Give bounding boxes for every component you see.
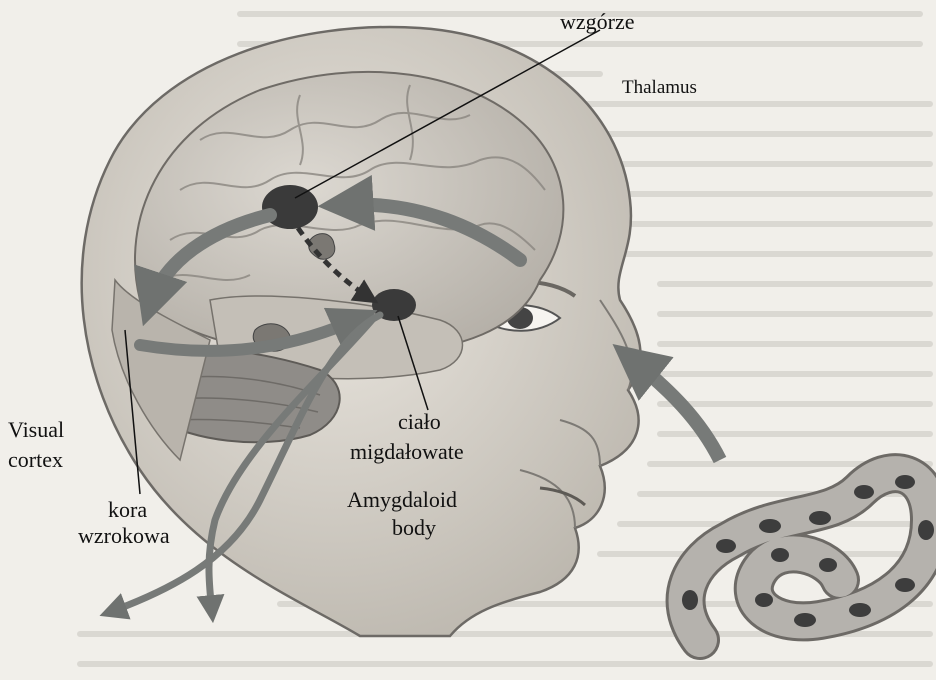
thalamus-node	[262, 185, 318, 229]
thalamus-label-en: Thalamus	[622, 74, 697, 102]
visual-cortex-label-pl-2: wzrokowa	[78, 522, 170, 550]
amygdala-label-en-2: body	[392, 514, 436, 542]
sensory-input-arrow	[630, 358, 720, 460]
visual-cortex-label-en-2: cortex	[8, 446, 63, 474]
thalamus-label-pl: wzgórze	[560, 8, 635, 36]
visual-cortex-label-en-1: Visual	[8, 416, 64, 444]
amygdala-label-pl-2: migdałowate	[350, 438, 464, 466]
amygdala-label-pl-1: ciało	[398, 408, 441, 436]
amygdala-label-en-1: Amygdaloid	[347, 486, 457, 514]
snake	[682, 473, 934, 640]
visual-cortex-label-pl-1: kora	[108, 496, 147, 524]
